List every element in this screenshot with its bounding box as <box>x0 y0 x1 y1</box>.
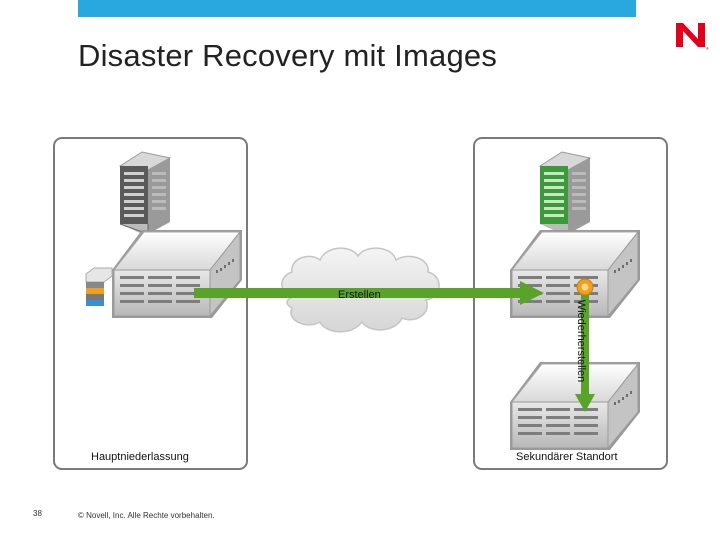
secondary-site-label: Sekundärer Standort <box>516 451 618 463</box>
image-badge-icon <box>576 278 594 296</box>
svg-text:®: ® <box>706 46 709 51</box>
restore-arrow-label: Wiederherstellen <box>575 299 587 383</box>
image-stack-icon <box>85 267 113 306</box>
novell-logo: ® <box>676 23 709 51</box>
secondary-building-icon <box>538 151 592 234</box>
header-accent-bar <box>78 0 636 17</box>
create-arrow-label: Erstellen <box>338 289 381 301</box>
copyright-footer: © Novell, Inc. Alle Rechte vorbehalten. <box>78 511 215 520</box>
primary-site-label: Hauptniederlassung <box>91 451 189 463</box>
page-number: 38 <box>33 509 42 518</box>
restore-arrow <box>575 288 595 412</box>
create-image-arrow <box>194 281 544 305</box>
slide-title: Disaster Recovery mit Images <box>78 38 498 73</box>
primary-server-icon <box>111 229 243 319</box>
primary-building-icon <box>118 151 172 235</box>
